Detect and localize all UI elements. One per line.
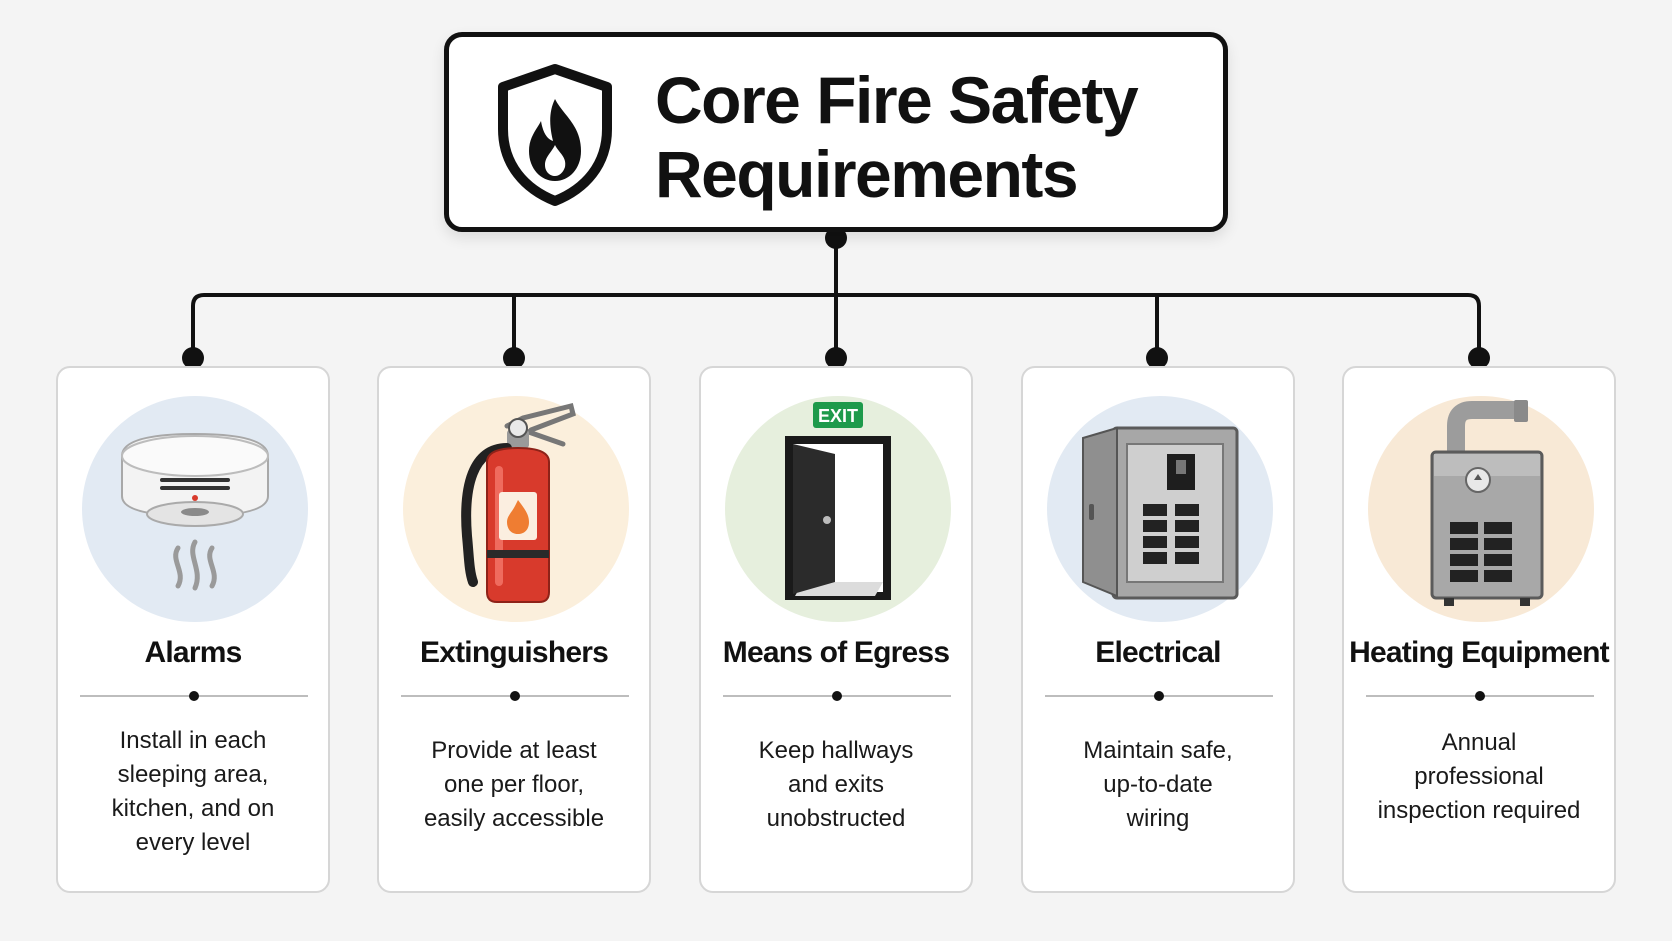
fire-shield-icon xyxy=(498,64,612,206)
card-description: Provide at least one per floor, easily a… xyxy=(423,737,605,832)
smoke-alarm-icon xyxy=(121,432,269,591)
title-box: Core Fire Safety Requirements xyxy=(444,32,1228,232)
card-electrical: Electrical Maintain safe, up-to-date wir… xyxy=(1021,366,1295,893)
breaker-panel-icon xyxy=(1082,426,1239,600)
connector-node xyxy=(1146,347,1168,369)
divider-dot xyxy=(510,691,520,701)
divider-dot xyxy=(1154,691,1164,701)
card-description: Keep hallways and exits unobstructed xyxy=(758,737,914,832)
connector-node xyxy=(1468,347,1490,369)
card-title: Heating Equipment xyxy=(1349,636,1610,669)
card-title: Alarms xyxy=(144,636,243,669)
card-title: Electrical xyxy=(1095,636,1221,669)
card-description: Maintain safe, up-to-date wiring xyxy=(1083,737,1233,832)
exit-sign-label: EXIT xyxy=(818,406,858,426)
exit-door-icon: EXIT xyxy=(785,402,891,600)
page-title: Core Fire Safety Requirements xyxy=(655,63,1139,211)
card-means-of-egress: EXIT Means of Egress Keep hallways and e… xyxy=(699,366,973,893)
card-extinguishers: Extinguishers Provide at least one per f… xyxy=(377,366,651,893)
divider-dot xyxy=(1475,691,1485,701)
card-title: Means of Egress xyxy=(722,636,950,669)
card-heating-equipment: Heating Equipment Annual professional in… xyxy=(1342,366,1616,893)
fire-extinguisher-icon xyxy=(461,402,576,603)
connector-node xyxy=(825,347,847,369)
card-description: Annual professional inspection required xyxy=(1377,729,1581,824)
connector-node xyxy=(182,347,204,369)
divider-dot xyxy=(189,691,199,701)
divider-dot xyxy=(832,691,842,701)
card-title: Extinguishers xyxy=(420,636,609,669)
card-description: Install in each sleeping area, kitchen, … xyxy=(111,727,275,856)
connector-node xyxy=(503,347,525,369)
furnace-icon xyxy=(1430,400,1544,606)
connector-node xyxy=(825,227,847,249)
card-alarms: Alarms Install in each sleeping area, ki… xyxy=(56,366,330,893)
